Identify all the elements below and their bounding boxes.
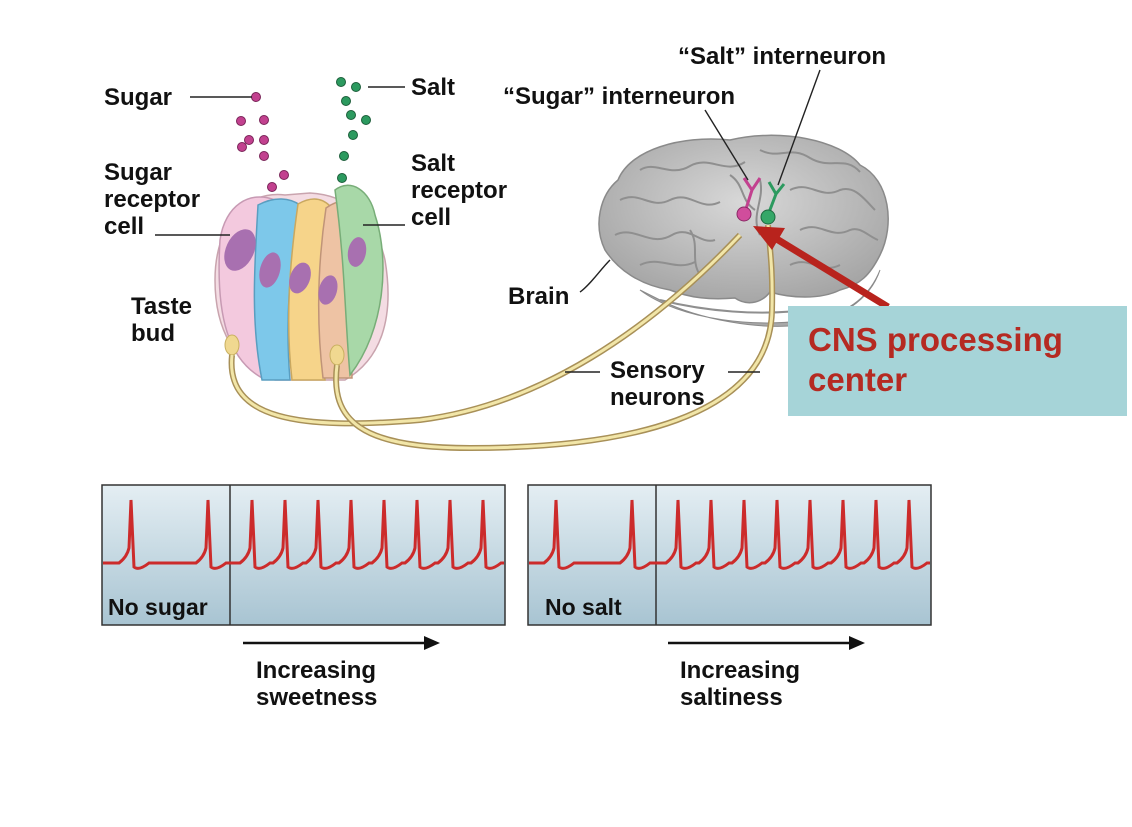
label-sugar-receptor-cell: Sugar receptor cell [104,159,201,240]
recording-panel-sugar [101,484,506,626]
label-cns-processing-center: CNS processing center [808,321,1063,398]
cell-nucleus [289,262,311,294]
label-no-salt: No salt [545,594,622,620]
sugar-interneuron [736,177,762,222]
label-salt-receptor-cell: Salt receptor cell [411,150,508,231]
recording-panel-salt [527,484,932,626]
cns-arrow [753,226,890,310]
salt-molecules [336,77,371,183]
sensory-neurons [228,224,776,452]
action-potential-trace [103,499,504,570]
salt-interneuron [760,181,786,225]
label-increasing-sweetness: Increasing sweetness [256,657,378,711]
cerebellum [639,269,881,327]
cns-callout-box [788,306,1127,416]
label-no-sugar: No sugar [108,594,208,620]
action-potential-trace [529,499,930,570]
molecule [346,110,356,120]
salt-receptor-cell [334,184,384,377]
cell-nucleus [347,237,367,267]
molecule [236,116,246,126]
molecule [279,170,289,180]
molecule [336,77,346,87]
label-sugar-interneuron: “Sugar” interneuron [503,83,736,110]
molecule [237,142,247,152]
cell-nucleus [318,275,338,305]
increasing-arrow [243,636,440,650]
molecule [361,115,371,125]
molecule [259,135,269,145]
taste-bud [214,184,389,381]
label-sensory-neurons: Sensory neurons [610,357,705,411]
label-increasing-saltiness: Increasing saltiness [680,657,801,711]
molecule [259,115,269,125]
label-salt-interneuron: “Salt” interneuron [678,43,887,70]
nerve-ending [329,344,345,366]
molecule [337,173,347,183]
molecule [348,130,358,140]
label-sugar: Sugar [104,84,173,111]
brain [598,134,889,327]
molecule [244,135,254,145]
molecule [351,82,361,92]
leader-lines [155,69,821,373]
molecule [341,96,351,106]
cell-nucleus [259,252,281,288]
nerve-ending [224,334,240,356]
increasing-arrow [668,636,865,650]
molecule [251,92,261,102]
label-taste-bud: Taste bud [131,293,192,347]
taste-cell-blue [253,198,301,381]
molecule [339,151,349,161]
molecule [267,182,277,192]
cell-nucleus [224,229,256,271]
label-brain: Brain [508,283,570,310]
label-salt: Salt [411,74,456,101]
sugar-molecules [236,92,289,192]
molecule [259,151,269,161]
